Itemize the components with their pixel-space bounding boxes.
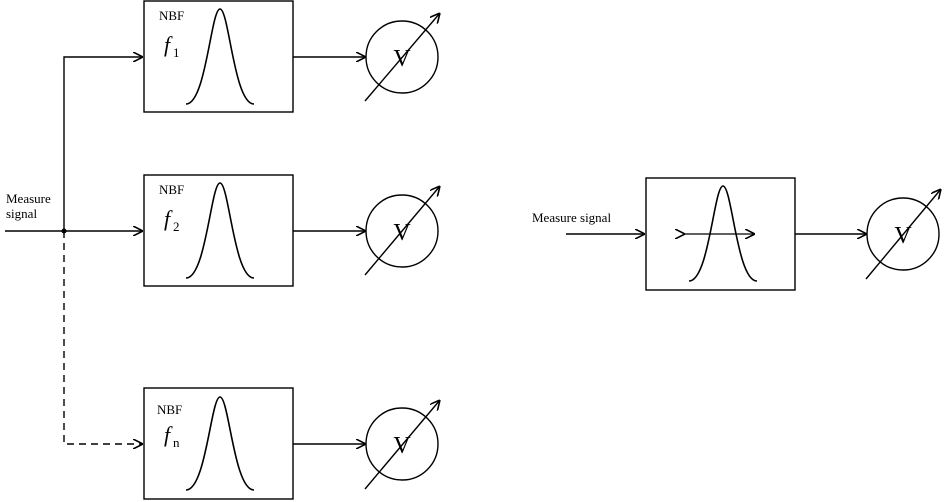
filter-block-1: NBF f 1 (143, 0, 294, 113)
adjustment-arrow-icon (364, 13, 440, 102)
bandpass-curve-icon (185, 396, 255, 491)
filter-tag: NBF (157, 402, 182, 417)
filter-tag: NBF (159, 182, 184, 197)
filter-tag: NBF (159, 8, 184, 23)
tunable-filter-block (645, 177, 796, 291)
adjustment-arrow-icon (865, 189, 941, 280)
right-voltmeter: V (865, 189, 941, 280)
bandpass-curve-icon (688, 185, 758, 282)
filter-frequency-subscript: 2 (173, 219, 180, 234)
filter-frequency-symbol: f (164, 422, 173, 447)
filter-frequency-subscript: 1 (173, 45, 180, 60)
filter-frequency-subscript: n (173, 435, 180, 450)
voltmeter-icon (365, 407, 439, 481)
voltmeter-n: V (364, 400, 440, 490)
connector-to-filter-n (63, 231, 143, 444)
filter-frequency-symbol: f (164, 206, 173, 231)
voltmeter-label: V (393, 220, 411, 246)
adjustment-arrow-icon (364, 186, 440, 276)
voltmeter-icon (866, 197, 940, 271)
filter-frequency-symbol: f (164, 32, 173, 57)
voltmeter-icon (365, 20, 439, 94)
input-label-line2: signal (6, 206, 37, 221)
connector-to-filter-1 (63, 57, 143, 231)
bandpass-curve-icon (185, 8, 255, 105)
bandpass-curve-icon (185, 182, 255, 279)
input-label-line1: Measure (6, 191, 51, 206)
voltmeter-icon (365, 194, 439, 268)
adjustment-arrow-icon (364, 400, 440, 490)
voltmeter-1: V (364, 13, 440, 102)
right-input-label: Measure signal (532, 210, 611, 225)
filter-block-n: NBF f n (143, 387, 294, 500)
voltmeter-2: V (364, 186, 440, 276)
filter-block-2: NBF f 2 (143, 174, 294, 287)
right-diagram: Measure signal V (532, 177, 941, 291)
left-diagram: Measure signal NBF f 1 NBF f 2 (5, 0, 440, 500)
